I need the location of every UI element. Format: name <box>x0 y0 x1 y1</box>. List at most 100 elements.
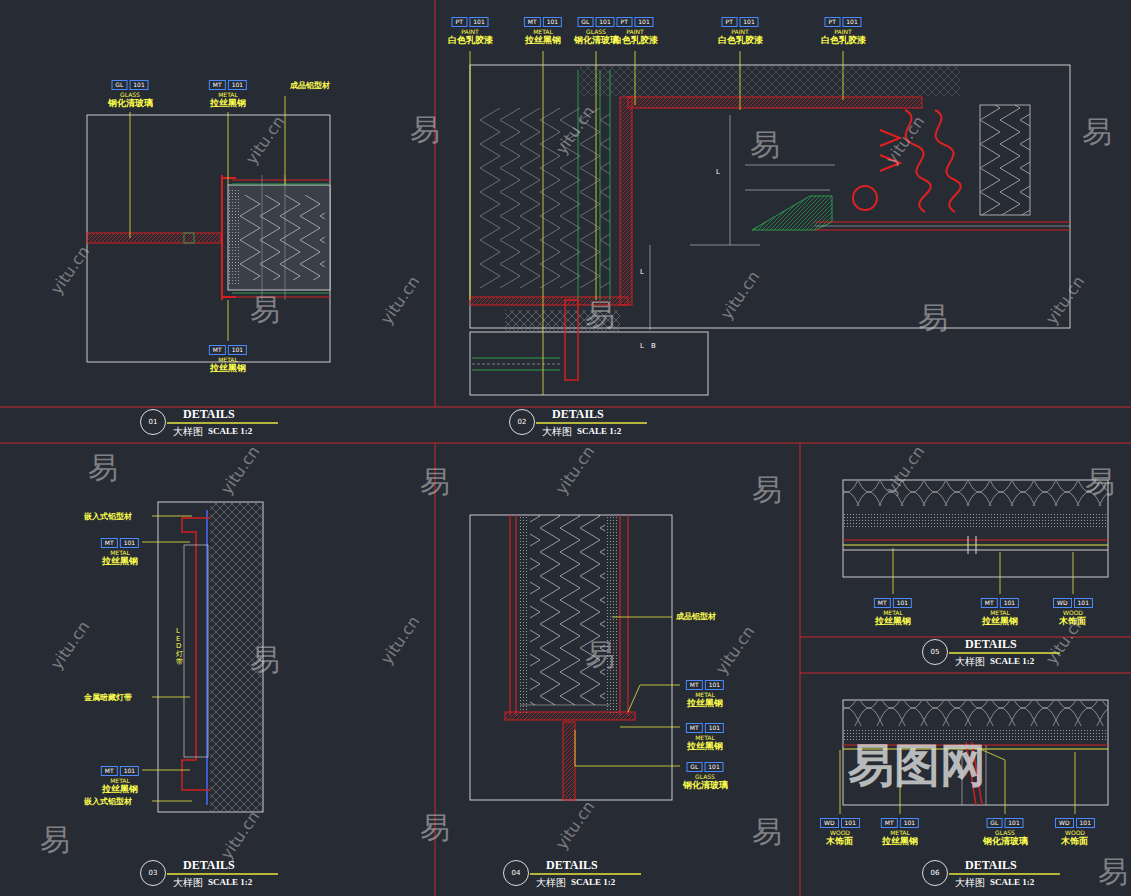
material-type: METAL <box>209 91 247 98</box>
material-number: 101 <box>228 80 247 90</box>
tag-row: MT101 <box>209 80 247 90</box>
detail-circle: 05 <box>922 639 948 665</box>
material-name: 拉丝黑钢 <box>686 698 724 709</box>
material-tag: GL101GLASS钢化清玻璃 <box>683 762 728 791</box>
tag-row: MT101 <box>874 598 912 608</box>
material-name: 白色乳胶漆 <box>448 35 493 46</box>
tag-row: PT101 <box>448 17 493 27</box>
watermark: yitu.cn <box>242 112 289 167</box>
material-number: 101 <box>120 538 139 548</box>
watermark: 易 <box>585 635 615 676</box>
material-code: MT <box>686 723 703 733</box>
detail-title: DETAILS <box>183 858 235 873</box>
material-type: GLASS <box>983 829 1028 836</box>
material-tag: MT101METAL拉丝黑钢 <box>881 818 919 847</box>
scale-note: SCALE 1:2 <box>208 426 252 436</box>
material-name: 钢化清玻璃 <box>108 98 153 109</box>
material-name: 钢化清玻璃 <box>683 780 728 791</box>
dimension-label: L <box>640 268 644 276</box>
watermark: yitu.cn <box>552 442 599 497</box>
callout-number: 06 <box>931 869 940 877</box>
material-number: 101 <box>1074 598 1093 608</box>
material-type: METAL <box>686 734 724 741</box>
tag-row: GL101 <box>983 818 1028 828</box>
detail-title: DETAILS <box>546 858 598 873</box>
scale-note: SCALE 1:2 <box>571 877 615 887</box>
watermark: 易 <box>1098 852 1128 893</box>
material-number: 101 <box>705 723 724 733</box>
material-number: 101 <box>900 818 919 828</box>
scale-note: SCALE 1:2 <box>577 426 621 436</box>
callout-number: 05 <box>931 648 940 656</box>
material-name: 白色乳胶漆 <box>613 35 658 46</box>
watermark: 易图网 <box>848 735 986 797</box>
material-name: 拉丝黑钢 <box>686 741 724 752</box>
tag-row: MT101 <box>686 680 724 690</box>
material-note: 金属暗藏灯带 <box>84 692 132 703</box>
detail-subtitle: 大样图 <box>955 655 985 669</box>
watermark: yitu.cn <box>377 612 424 667</box>
material-type: GLASS <box>574 28 619 35</box>
material-tag: MT101METAL拉丝黑钢 <box>209 80 247 109</box>
material-code: MT <box>524 17 541 27</box>
material-code: MT <box>209 345 226 355</box>
watermark: 易 <box>1082 112 1112 153</box>
material-name: 拉丝黑钢 <box>101 556 139 567</box>
tag-row: MT101 <box>101 766 139 776</box>
material-tag: GL101GLASS钢化清玻璃 <box>108 80 153 109</box>
material-number: 101 <box>739 17 758 27</box>
material-tag: WD101WOOD木饰面 <box>1055 818 1095 847</box>
material-note: 嵌入式铝型材 <box>84 796 132 807</box>
scale-note: SCALE 1:2 <box>990 656 1034 666</box>
watermark: 易 <box>585 295 615 336</box>
material-type: METAL <box>524 28 562 35</box>
material-type: WOOD <box>820 829 860 836</box>
watermark: 易 <box>250 290 280 331</box>
material-type: METAL <box>101 777 139 784</box>
material-number: 101 <box>704 762 723 772</box>
material-code: WD <box>1053 598 1072 608</box>
material-code: MT <box>981 598 998 608</box>
detail-title: DETAILS <box>965 858 1017 873</box>
material-code: GL <box>111 80 127 90</box>
detail-title: DETAILS <box>183 407 235 422</box>
material-type: PAINT <box>821 28 866 35</box>
material-code: PT <box>451 17 467 27</box>
material-code: MT <box>686 680 703 690</box>
material-number: 101 <box>842 17 861 27</box>
watermark: 易 <box>752 812 782 853</box>
material-name: 钢化清玻璃 <box>574 35 619 46</box>
material-name: 拉丝黑钢 <box>874 616 912 627</box>
material-note: 成品铝型材 <box>676 611 716 622</box>
vertical-note: LED灯带 <box>176 628 183 666</box>
watermark: 易 <box>1085 462 1115 503</box>
watermark: yitu.cn <box>882 112 929 167</box>
watermark: 易 <box>918 298 948 339</box>
material-type: METAL <box>209 356 247 363</box>
tag-row: MT101 <box>881 818 919 828</box>
tag-row: MT101 <box>101 538 139 548</box>
material-type: METAL <box>981 609 1019 616</box>
material-type: GLASS <box>683 773 728 780</box>
detail-circle: 02 <box>509 409 535 435</box>
watermark: yitu.cn <box>1042 272 1089 327</box>
material-type: METAL <box>686 691 724 698</box>
watermark: yitu.cn <box>47 617 94 672</box>
material-tag: PT101PAINT白色乳胶漆 <box>821 17 866 46</box>
dimension-label: B <box>651 342 656 350</box>
detail-circle: 06 <box>922 860 948 886</box>
watermark: 易 <box>420 808 450 849</box>
material-number: 101 <box>129 80 148 90</box>
tag-row: GL101 <box>108 80 153 90</box>
material-name: 拉丝黑钢 <box>209 363 247 374</box>
scale-note: SCALE 1:2 <box>990 877 1034 887</box>
material-number: 101 <box>1004 818 1023 828</box>
material-tag: GL101GLASS钢化清玻璃 <box>574 17 619 46</box>
material-tag: MT101METAL拉丝黑钢 <box>686 680 724 709</box>
detail-subtitle: 大样图 <box>955 876 985 890</box>
watermark: yitu.cn <box>47 242 94 297</box>
material-code: PT <box>824 17 840 27</box>
material-code: MT <box>874 598 891 608</box>
material-code: MT <box>881 818 898 828</box>
watermark: yitu.cn <box>217 442 264 497</box>
